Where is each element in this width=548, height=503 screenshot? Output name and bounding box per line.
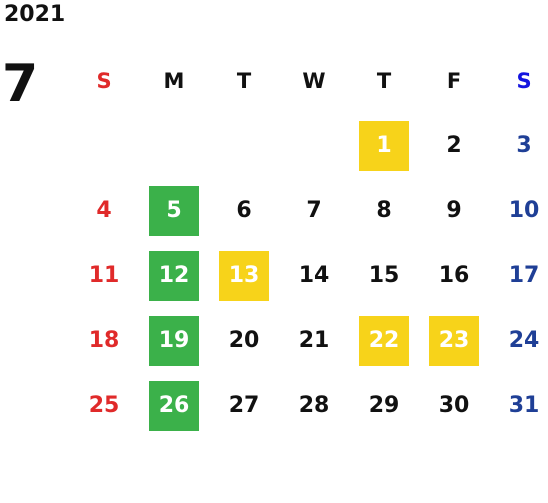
month-label: 7 bbox=[2, 54, 39, 114]
day-cell-14[interactable]: 14 bbox=[279, 243, 349, 308]
day-number: 19 bbox=[149, 315, 199, 366]
day-number: 13 bbox=[219, 250, 269, 301]
day-cell-28[interactable]: 28 bbox=[279, 373, 349, 438]
day-number: 24 bbox=[508, 328, 540, 353]
day-cell-22[interactable]: 22 bbox=[349, 308, 419, 373]
weekday-header-mon: M bbox=[163, 68, 185, 93]
day-cell-15[interactable]: 15 bbox=[349, 243, 419, 308]
weekday-header-thu: T bbox=[376, 68, 392, 93]
day-number: 1 bbox=[359, 120, 409, 171]
day-number: 10 bbox=[508, 198, 540, 223]
day-number: 2 bbox=[446, 133, 462, 158]
day-cell-19[interactable]: 19 bbox=[139, 308, 209, 373]
day-number: 30 bbox=[438, 393, 470, 418]
day-cell-12[interactable]: 12 bbox=[139, 243, 209, 308]
day-number: 5 bbox=[149, 185, 199, 236]
day-number: 9 bbox=[446, 198, 462, 223]
day-cell-10[interactable]: 10 bbox=[489, 178, 548, 243]
day-cell-8[interactable]: 8 bbox=[349, 178, 419, 243]
day-cell-16[interactable]: 16 bbox=[419, 243, 489, 308]
day-number: 17 bbox=[508, 263, 540, 288]
day-cell-4[interactable]: 4 bbox=[69, 178, 139, 243]
day-number: 7 bbox=[306, 198, 322, 223]
empty-day-cell bbox=[209, 113, 279, 178]
empty-day-cell bbox=[69, 113, 139, 178]
day-number: 21 bbox=[298, 328, 330, 353]
day-cell-9[interactable]: 9 bbox=[419, 178, 489, 243]
weekday-header-sun: S bbox=[96, 68, 112, 93]
day-number: 31 bbox=[508, 393, 540, 418]
calendar-grid: S M T W T F S 1 2 3 4 5 6 7 8 9 10 11 12… bbox=[69, 48, 548, 438]
day-number: 20 bbox=[228, 328, 260, 353]
day-cell-21[interactable]: 21 bbox=[279, 308, 349, 373]
day-number: 29 bbox=[368, 393, 400, 418]
weekday-header-wed: W bbox=[302, 68, 326, 93]
day-number: 3 bbox=[516, 133, 532, 158]
day-cell-31[interactable]: 31 bbox=[489, 373, 548, 438]
day-cell-11[interactable]: 11 bbox=[69, 243, 139, 308]
empty-day-cell bbox=[279, 113, 349, 178]
day-number: 15 bbox=[368, 263, 400, 288]
day-cell-25[interactable]: 25 bbox=[69, 373, 139, 438]
day-number: 22 bbox=[359, 315, 409, 366]
day-cell-3[interactable]: 3 bbox=[489, 113, 548, 178]
day-number: 26 bbox=[149, 380, 199, 431]
day-number: 27 bbox=[228, 393, 260, 418]
day-cell-26[interactable]: 26 bbox=[139, 373, 209, 438]
day-cell-1[interactable]: 1 bbox=[349, 113, 419, 178]
day-number: 8 bbox=[376, 198, 392, 223]
day-number: 28 bbox=[298, 393, 330, 418]
day-cell-2[interactable]: 2 bbox=[419, 113, 489, 178]
day-number: 18 bbox=[88, 328, 120, 353]
day-cell-29[interactable]: 29 bbox=[349, 373, 419, 438]
day-number: 25 bbox=[88, 393, 120, 418]
day-cell-27[interactable]: 27 bbox=[209, 373, 279, 438]
weekday-header-fri: F bbox=[446, 68, 462, 93]
weekday-header-tue: T bbox=[236, 68, 252, 93]
day-number: 6 bbox=[236, 198, 252, 223]
day-cell-7[interactable]: 7 bbox=[279, 178, 349, 243]
weekday-header-sat: S bbox=[516, 68, 532, 93]
day-cell-18[interactable]: 18 bbox=[69, 308, 139, 373]
day-number: 11 bbox=[88, 263, 120, 288]
day-number: 4 bbox=[96, 198, 112, 223]
day-cell-17[interactable]: 17 bbox=[489, 243, 548, 308]
day-number: 16 bbox=[438, 263, 470, 288]
day-cell-20[interactable]: 20 bbox=[209, 308, 279, 373]
day-number: 14 bbox=[298, 263, 330, 288]
day-cell-5[interactable]: 5 bbox=[139, 178, 209, 243]
day-number: 23 bbox=[429, 315, 479, 366]
day-cell-23[interactable]: 23 bbox=[419, 308, 489, 373]
day-cell-24[interactable]: 24 bbox=[489, 308, 548, 373]
day-cell-30[interactable]: 30 bbox=[419, 373, 489, 438]
day-cell-13[interactable]: 13 bbox=[209, 243, 279, 308]
year-label: 2021 bbox=[4, 2, 66, 27]
day-number: 12 bbox=[149, 250, 199, 301]
empty-day-cell bbox=[139, 113, 209, 178]
day-cell-6[interactable]: 6 bbox=[209, 178, 279, 243]
